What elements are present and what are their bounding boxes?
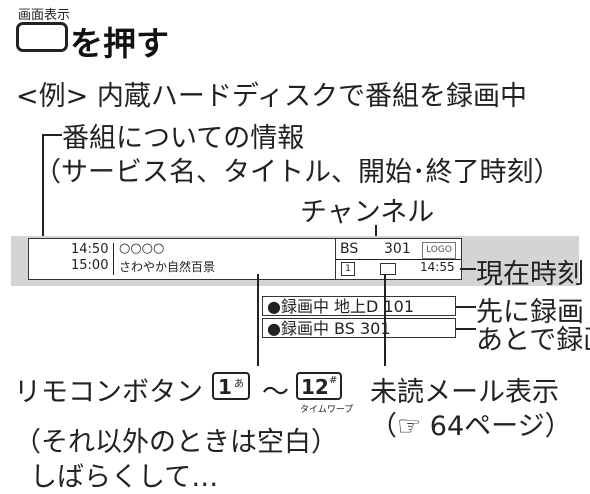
button-caption: 画面表示 [18, 8, 71, 23]
current-time-label: 現在時刻 [476, 259, 584, 290]
broadcast-type: BS [340, 241, 359, 257]
example-caption: <例> 内蔵ハードディスクで番組を録画中 [16, 81, 527, 112]
after-a-while-label: しばらくして… [30, 462, 219, 493]
end-time: 15:00 [71, 258, 109, 273]
start-time: 14:50 [71, 242, 109, 257]
program-info-panel: 14:50 15:00 ○○○○ さわやか自然百景 [28, 238, 336, 280]
recording-second-label: あとで録画 [476, 325, 590, 356]
station-logo: LOGO [422, 242, 456, 259]
channel-label: チャンネル [300, 197, 435, 228]
service-name: ○○○○ [119, 241, 165, 256]
remote-key-1-icon: 1 あ [212, 372, 250, 400]
other-blank-label: （それ以外のときは空白） [14, 427, 338, 458]
channel-panel: BS 301 LOGO 1 14:55 [335, 238, 462, 280]
divider [113, 243, 114, 275]
leader-line [375, 225, 377, 241]
action-label: を押す [70, 24, 169, 63]
remote-button-label: リモコンボタン [14, 377, 203, 408]
display-button-icon [16, 22, 68, 52]
mail-icon [380, 263, 396, 275]
leader-line [42, 134, 62, 136]
recording-row-second: ●録画中 BS 301 [262, 318, 456, 338]
leader-line [456, 306, 476, 308]
range-tilde: ～ [262, 377, 289, 408]
recording-first-label: 先に録画 [476, 297, 584, 328]
channel-number: 301 [384, 241, 411, 257]
timewarp-caption: タイムワープ [300, 405, 354, 415]
divider [336, 259, 461, 260]
remote-key-12-icon: 12 # [296, 372, 342, 400]
leader-line [460, 268, 476, 270]
leader-line [257, 274, 259, 366]
unread-mail-label: 未読メール表示 [370, 377, 559, 408]
leader-line [384, 274, 386, 366]
leader-line [456, 328, 476, 330]
recording-row-first: ●録画中 地上D 101 [262, 296, 456, 316]
leader-line [42, 134, 44, 240]
clock: 14:55 [420, 260, 455, 274]
page-reference: （☞ 64ページ） [370, 411, 572, 442]
program-info-label: 番組についての情報 [62, 123, 305, 154]
remote-number-badge: 1 [341, 262, 355, 276]
program-title: さわやか自然百景 [119, 260, 216, 274]
program-info-detail: （サービス名、タイトル、開始･終了時刻） [34, 157, 561, 188]
